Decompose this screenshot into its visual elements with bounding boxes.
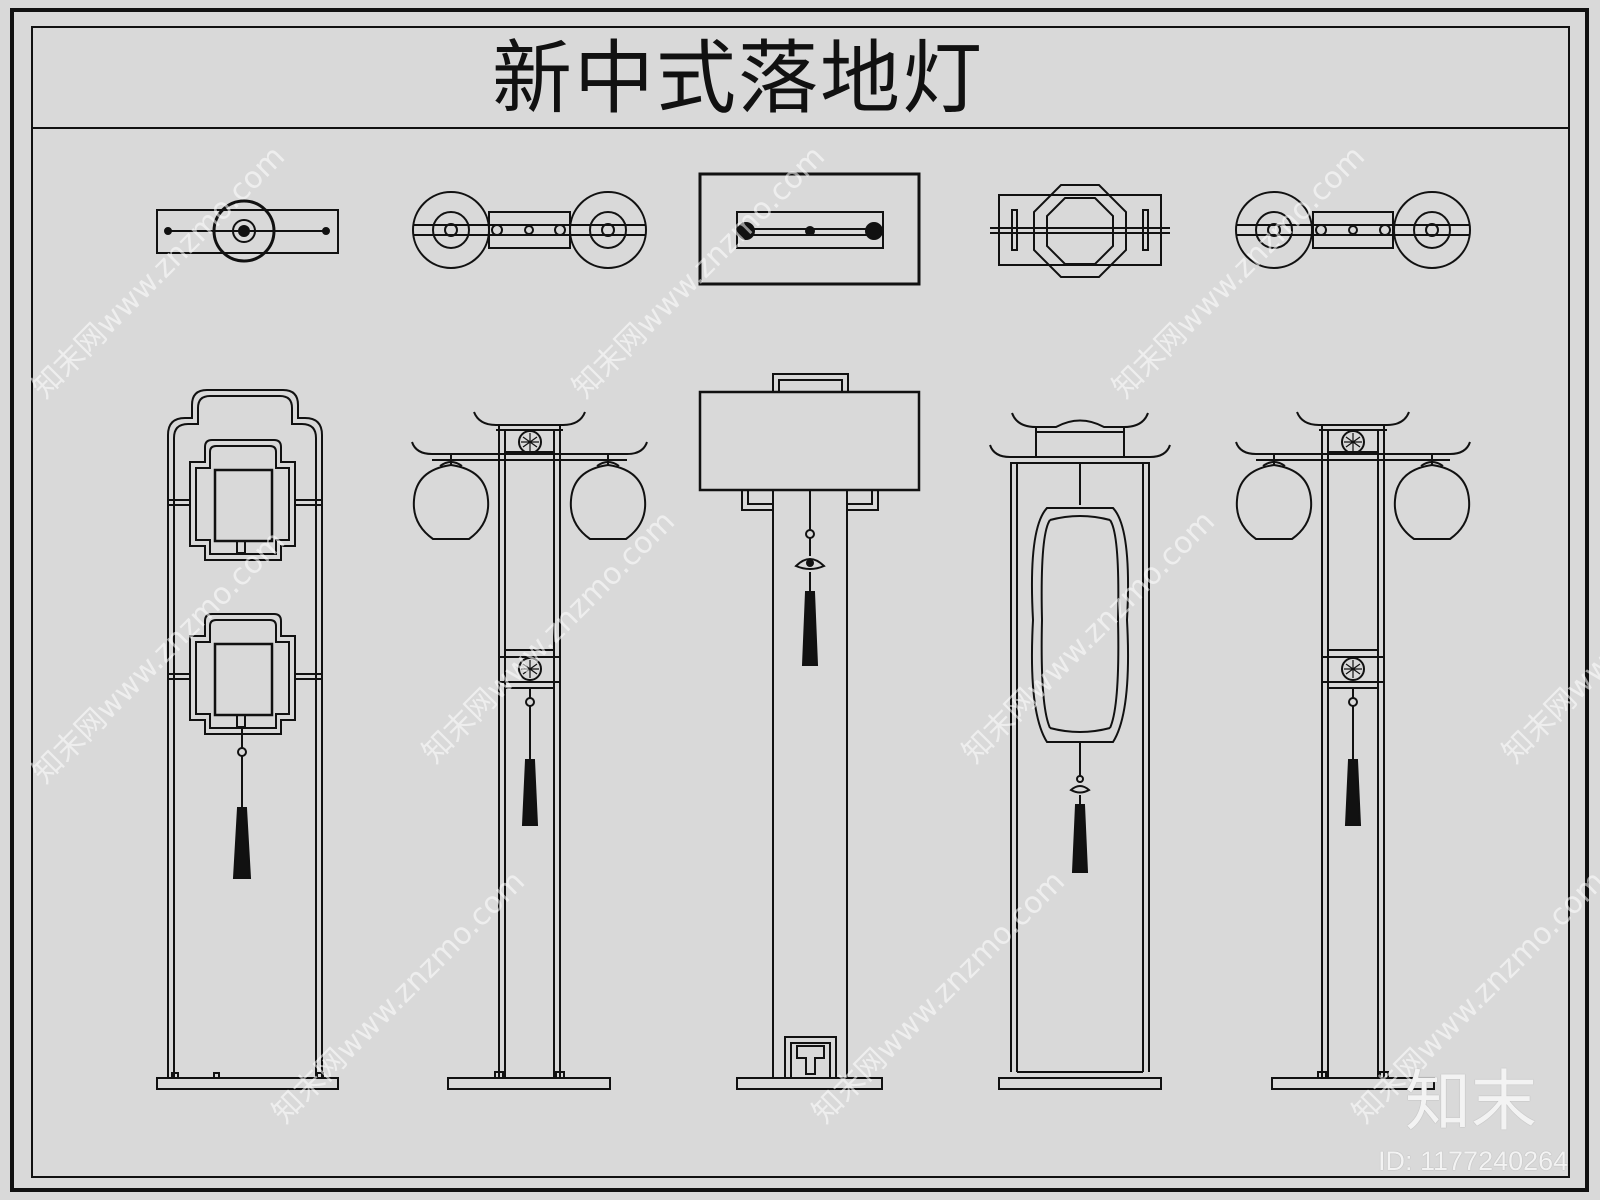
inner-border: [31, 26, 1570, 1178]
top-view-lamp-5: [1235, 191, 1471, 269]
top-view-lamp-2: [412, 191, 647, 269]
elevation-lamp-3: [698, 373, 921, 1090]
top-view-lamp-4: [990, 184, 1170, 278]
page-title: 新中式落地灯: [492, 32, 984, 125]
outer-border: [10, 8, 1589, 1192]
image-id-label: ID: 1177240264: [1378, 1146, 1569, 1176]
top-view-lamp-3: [698, 172, 921, 286]
elevation-lamp-5: [1235, 411, 1471, 1090]
brand-logo: 知末: [1405, 1063, 1537, 1140]
top-view-lamp-1: [156, 199, 339, 263]
elevation-lamp-4: [989, 412, 1171, 1090]
elevation-lamp-1: [156, 389, 339, 1090]
elevation-lamp-2: [411, 411, 648, 1090]
